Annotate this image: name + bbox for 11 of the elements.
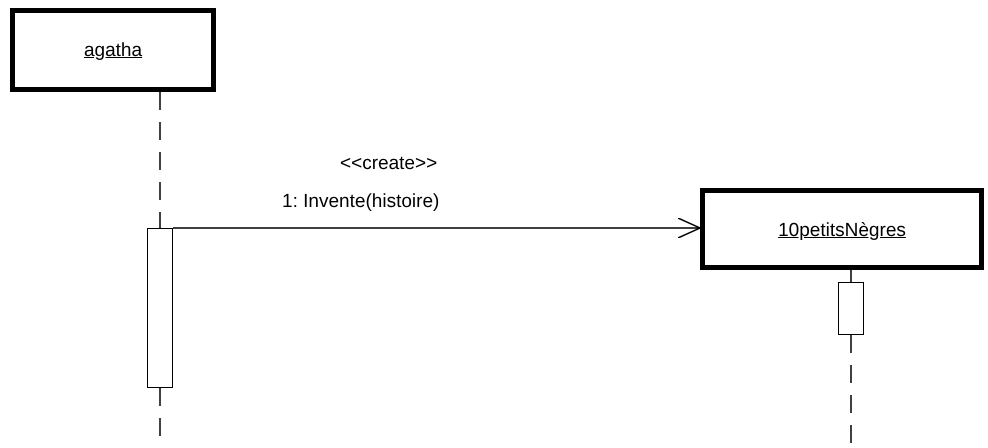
object-name: agatha (84, 39, 142, 63)
activation-bar (838, 282, 864, 335)
stereotype-label: <<create>> (340, 152, 438, 176)
object-box (700, 188, 984, 270)
object-name: 10petitsNègres (778, 219, 906, 243)
lifeline (850, 270, 852, 282)
object-box (10, 8, 216, 92)
lifeline (159, 92, 161, 228)
message-arrow (173, 217, 701, 239)
activation-bar (147, 228, 173, 388)
message-label: 1: Invente(histoire) (282, 190, 440, 214)
